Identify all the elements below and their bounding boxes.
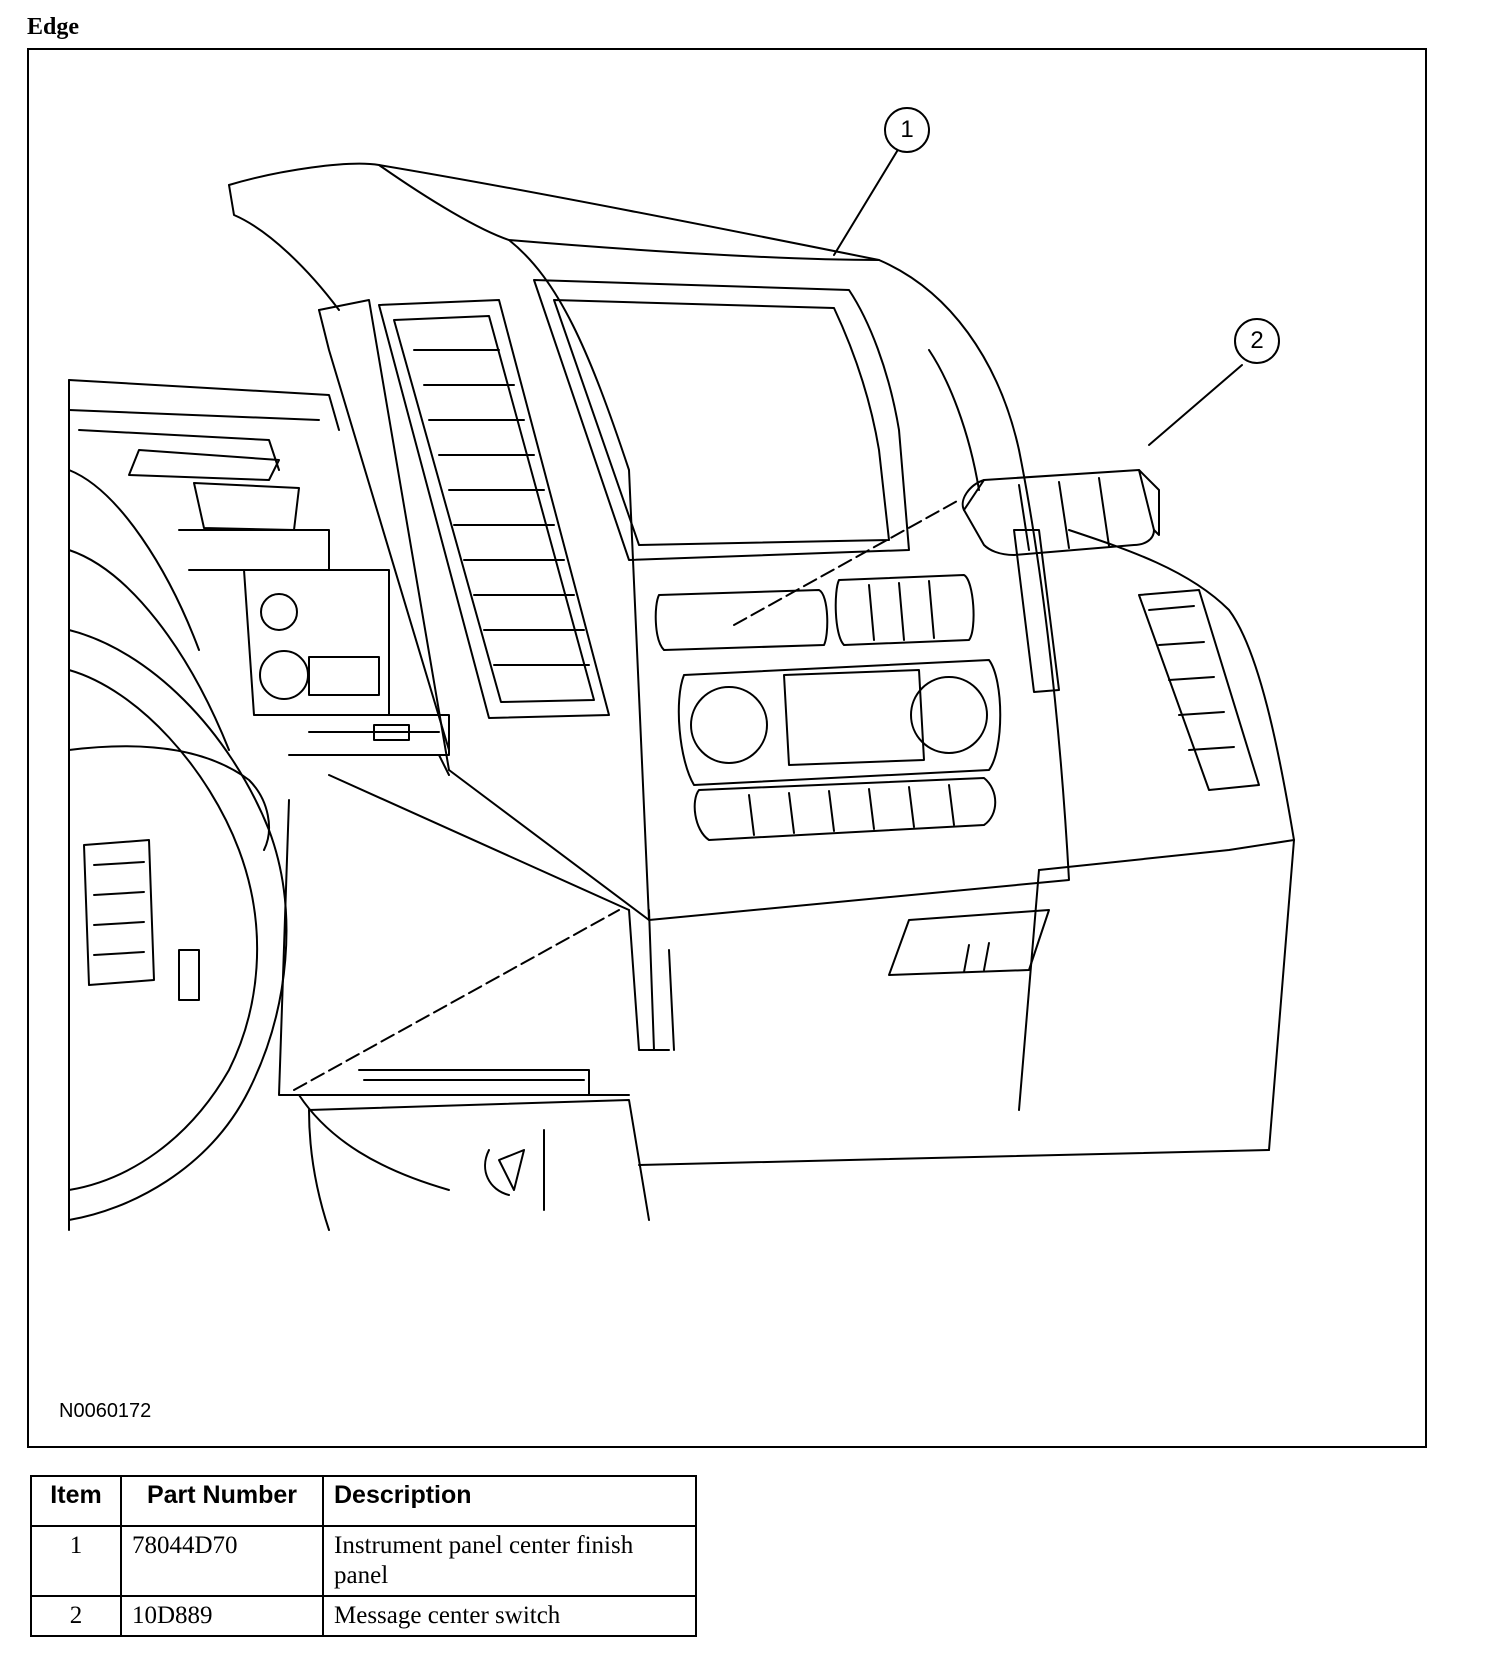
glove-box-outline [308, 529, 1295, 1231]
message-center-switch-drawing [961, 469, 1160, 556]
figure-id: N0060172 [59, 1400, 152, 1422]
table-row: 2 10D889 Message center switch [30, 1595, 697, 1637]
callout-2: 2 [1234, 318, 1280, 364]
dashboard-background-outline [68, 379, 675, 1231]
cell-item: 1 [30, 1525, 122, 1597]
header-part-number: Part Number [120, 1475, 324, 1527]
center-finish-panel-drawing [228, 162, 1070, 1091]
table-row: 1 78044D70 Instrument panel center finis… [30, 1525, 697, 1597]
exploded-view-illustration: 1 2 N0060172 [27, 48, 1427, 1448]
header-item: Item [30, 1475, 122, 1527]
table-header-row: Item Part Number Description [30, 1475, 697, 1527]
section-heading: Edge [27, 14, 80, 40]
cell-description: Message center switch [322, 1595, 697, 1637]
dashboard-line-drawing [68, 147, 1295, 1231]
cell-part-number: 10D889 [120, 1595, 324, 1637]
callout-1: 1 [884, 107, 930, 153]
cell-description: Instrument panel center finish panel [322, 1525, 697, 1597]
steering-wheel-outline [68, 629, 288, 1221]
parts-table: Item Part Number Description 1 78044D70 … [30, 1475, 697, 1637]
header-description: Description [322, 1475, 697, 1527]
cell-item: 2 [30, 1595, 122, 1637]
callout-leader-lines [833, 147, 1243, 446]
cell-part-number: 78044D70 [120, 1525, 324, 1597]
